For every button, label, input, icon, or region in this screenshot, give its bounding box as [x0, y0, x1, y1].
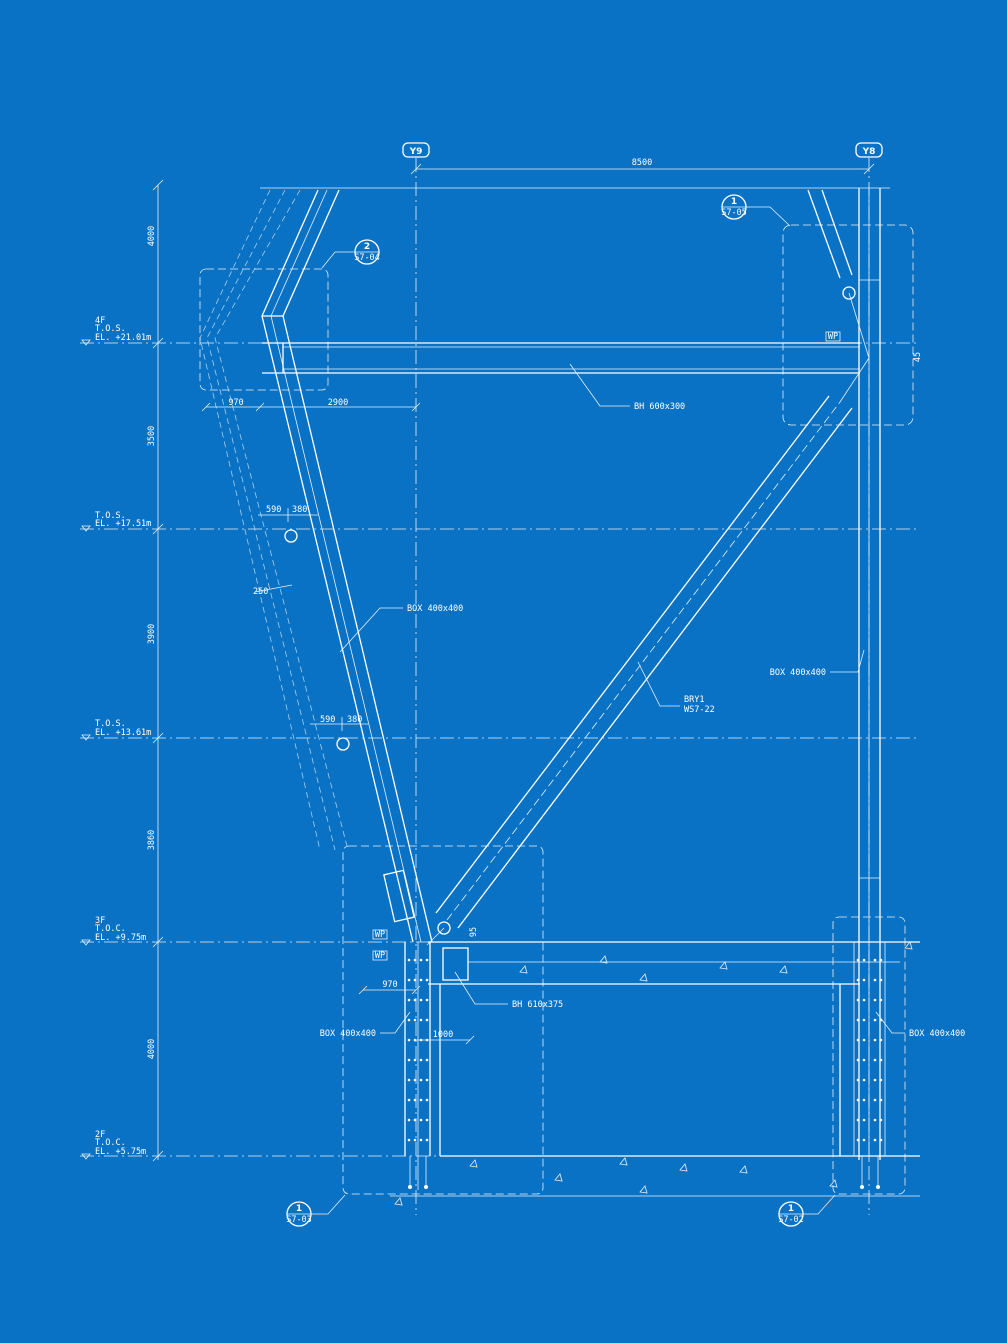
bottom-beam-and-slab	[390, 941, 920, 1197]
callout-1-s7-03[interactable]: 1 S7-03	[286, 1194, 346, 1227]
label-brace: BRY1 WS7-22	[637, 661, 715, 715]
dim-250: 250	[253, 587, 268, 597]
grid-bubble-y8: Y8	[855, 142, 883, 158]
level-elevation-label: EL. +17.51m	[95, 519, 151, 529]
dim-95: 95	[469, 927, 479, 937]
label-beam-bottom-text: BH 610x375	[512, 1000, 563, 1010]
level-lines	[80, 342, 920, 1157]
bottom-right-column-bolts	[856, 958, 883, 1142]
dim-2900: 2900	[328, 398, 348, 408]
dim-590-b: 590	[320, 715, 335, 725]
label-box-col-left: BOX 400x400	[320, 1011, 411, 1039]
inclined-dims-lower: 590 380	[310, 715, 368, 751]
level-elevation-label: EL. +9.75m	[95, 933, 146, 943]
label-box-col-right: BOX 400x400	[875, 1011, 965, 1039]
level-elevation-label: EL. +5.75m	[95, 1147, 146, 1157]
diagonal-brace-bry1	[426, 357, 870, 946]
ghost-column-outline	[199, 189, 349, 851]
level-marker-17: T.O.S. EL. +17.51m	[81, 511, 151, 532]
callout-number: 2	[364, 242, 370, 252]
callout-1-s7-02[interactable]: 1 S7-02	[778, 1194, 836, 1227]
dim-590-a: 590	[266, 505, 281, 515]
dim-970-bottom: 970	[382, 980, 397, 990]
grid-label-y8: Y8	[862, 147, 876, 157]
callout-sheet: S7-05	[721, 208, 747, 218]
dim-45: 45	[913, 352, 923, 362]
level-ref-label: T.O.S.	[95, 511, 126, 521]
level-marker-2f: 2F T.O.C. EL. +5.75m	[81, 1130, 146, 1160]
level-marker-13: T.O.S. EL. +13.61m	[81, 719, 151, 741]
callout-sheet: S7-04	[354, 253, 380, 263]
dim-1000: 1000	[433, 1030, 453, 1040]
dim-380-a: 380	[292, 505, 307, 515]
grid-label-y9: Y9	[409, 147, 423, 157]
bottom-dimensions: 970 1000 95 45	[358, 352, 923, 1045]
label-bh-610x375: BH 610x375	[454, 971, 563, 1010]
callout-sheet: S7-03	[286, 1215, 312, 1225]
detail-box-1-top	[782, 224, 914, 426]
vertical-dimension-chain: 4000 3500 3900 3860 4000	[147, 179, 164, 1162]
span-dimension: 8500	[410, 158, 875, 175]
vertical-dim-5: 4000	[147, 1039, 157, 1059]
callout-number: 1	[788, 1204, 794, 1214]
level-floor-label: 3F	[95, 916, 105, 926]
beam-bh-600x300	[262, 342, 860, 374]
callout-sheet: S7-02	[778, 1215, 804, 1225]
span-dimension-text: 8500	[632, 158, 652, 168]
wp-marker-bottom-1: WP	[372, 929, 388, 940]
label-box-col-right-text: BOX 400x400	[909, 1029, 965, 1039]
level-ref-label: T.O.S.	[95, 324, 126, 334]
vertical-dim-2: 3500	[147, 426, 157, 446]
bottom-right-column	[853, 942, 886, 1189]
level-marker-3f: 3F T.O.C. EL. +9.75m	[81, 916, 146, 946]
callout-number: 1	[296, 1204, 302, 1214]
top-beam-dimensions: 970 2900	[201, 398, 421, 412]
level-marker-4f: 4F T.O.S. EL. +21.01m	[81, 316, 151, 346]
level-elevation-label: EL. +13.61m	[95, 728, 151, 738]
inclined-dims-upper: 590 380 250	[253, 505, 318, 597]
wp-marker-top-right: WP	[825, 331, 841, 342]
dim-970-top: 970	[228, 398, 243, 408]
bottom-left-column-bolts	[407, 958, 429, 1142]
label-box-inclined-text: BOX 400x400	[407, 604, 463, 614]
label-brace-line1: BRY1	[684, 695, 704, 705]
wp-label: WP	[375, 951, 385, 961]
label-box-right-text: BOX 400x400	[770, 668, 826, 678]
vertical-dim-3: 3900	[147, 624, 157, 644]
inclined-box-column	[261, 189, 433, 943]
detail-box-2	[199, 268, 329, 391]
callout-number: 1	[731, 197, 737, 207]
label-box-inclined: BOX 400x400	[339, 604, 463, 653]
label-box-col-left-text: BOX 400x400	[320, 1029, 376, 1039]
concrete-hatch	[394, 941, 913, 1206]
right-box-column	[858, 188, 881, 1160]
dim-380-b: 380	[347, 715, 362, 725]
bottom-left-column	[404, 942, 431, 1190]
upper-brace-stub	[807, 189, 870, 359]
vertical-dim-1: 4000	[147, 226, 157, 246]
wp-marker-bottom-2: WP	[372, 950, 388, 961]
label-box-right: BOX 400x400	[770, 649, 865, 678]
label-bh-600x300: BH 600x300	[569, 363, 685, 412]
level-ref-label: T.O.C.	[95, 924, 126, 934]
wp-label: WP	[375, 930, 385, 940]
wp-label: WP	[828, 332, 838, 342]
detail-box-1-bottom-left	[342, 845, 544, 1195]
label-brace-line2: WS7-22	[684, 705, 715, 715]
label-beam-top: BH 600x300	[634, 402, 685, 412]
level-floor-label: 2F	[95, 1130, 105, 1140]
level-ref-label: T.O.S.	[95, 719, 126, 729]
level-elevation-label: EL. +21.01m	[95, 333, 151, 343]
callout-1-s7-05[interactable]: 1 S7-05	[721, 194, 791, 227]
vertical-dim-4: 3860	[147, 830, 157, 850]
level-floor-label: 4F	[95, 316, 105, 326]
callout-2-s7-04[interactable]: 2 S7-04	[321, 239, 380, 269]
level-ref-label: T.O.C.	[95, 1138, 126, 1148]
grid-bubble-y9: Y9	[402, 142, 430, 158]
